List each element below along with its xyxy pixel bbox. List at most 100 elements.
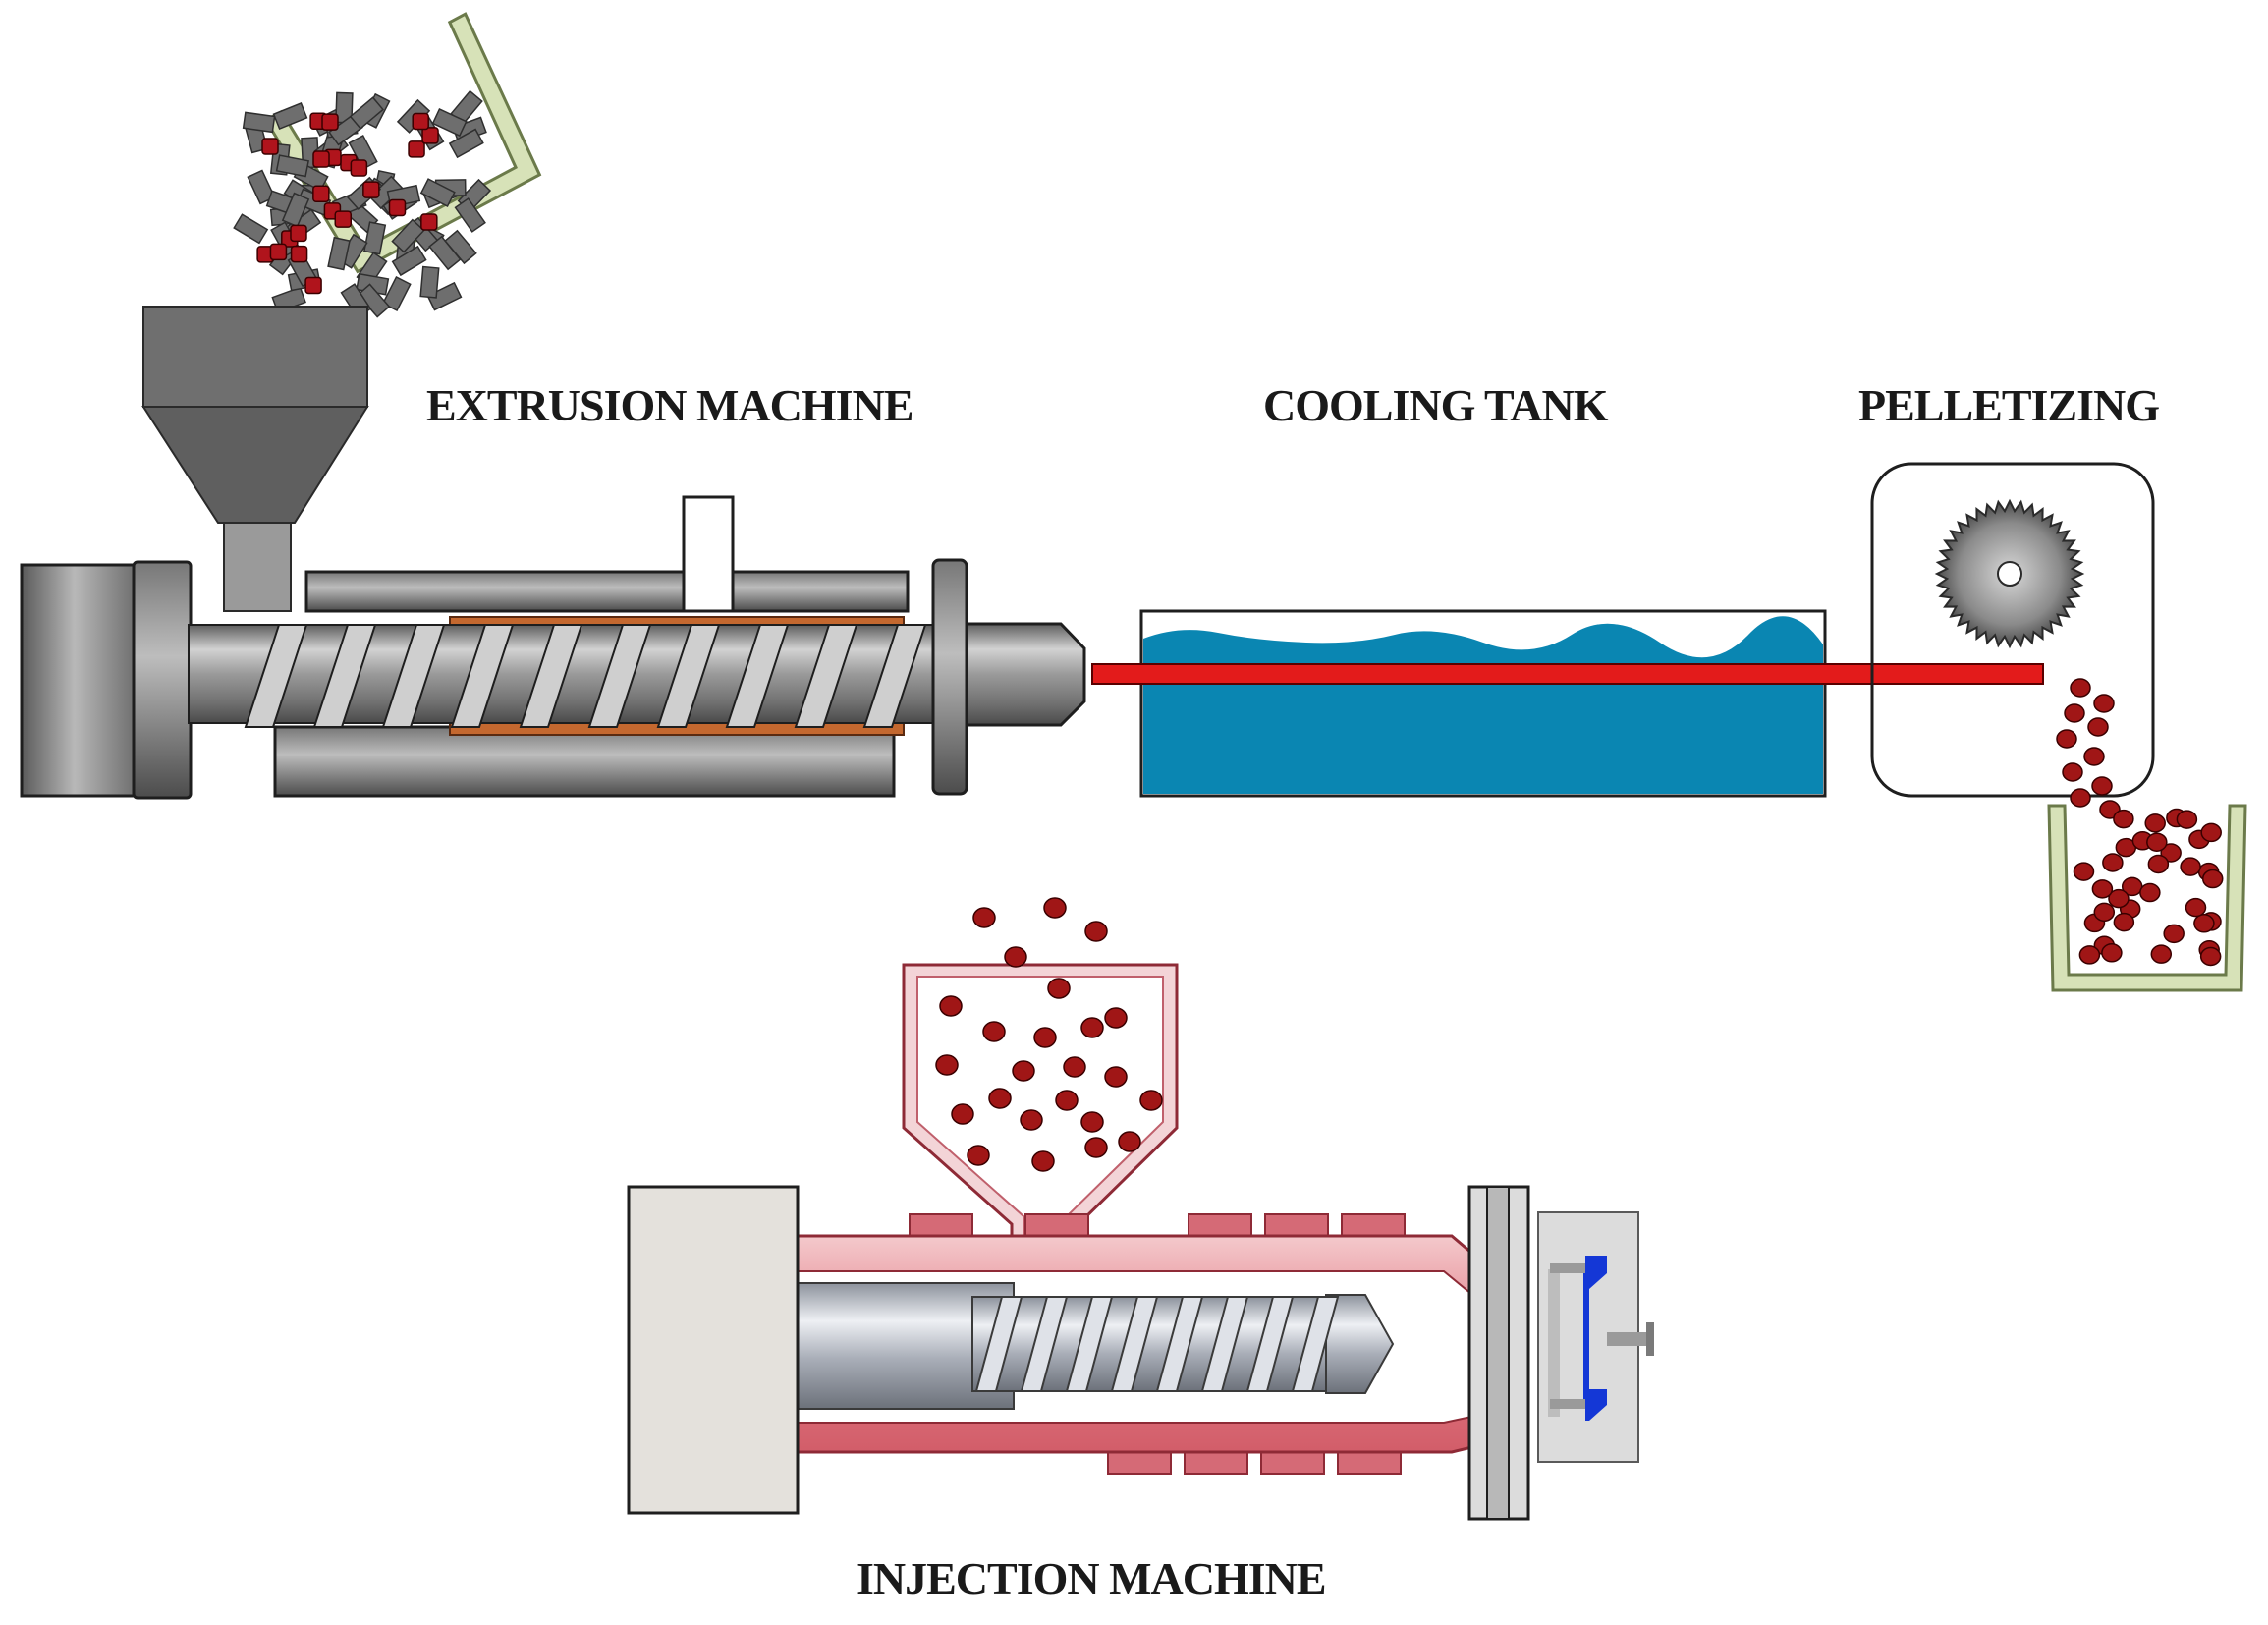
- gray-granule: [426, 281, 463, 311]
- hopper-pellets: [935, 897, 1163, 1172]
- screw-flight: [1245, 1296, 1295, 1392]
- red-granule: [304, 276, 322, 295]
- red-granule: [290, 224, 307, 243]
- pellet: [2180, 857, 2201, 876]
- gray-granule: [431, 107, 468, 138]
- screw-flight: [725, 624, 790, 728]
- red-granule: [421, 127, 439, 144]
- gray-granule: [272, 102, 308, 131]
- pellet: [2070, 788, 2091, 808]
- screw-flight: [1065, 1296, 1114, 1392]
- heater-band: [1188, 1213, 1252, 1237]
- pellet: [1055, 1090, 1079, 1111]
- pellet: [2062, 762, 2083, 782]
- pellet: [2193, 914, 2215, 933]
- pellet: [1104, 1066, 1128, 1088]
- pellet: [1084, 1137, 1108, 1158]
- heater-band: [1341, 1213, 1406, 1237]
- pellet: [2176, 810, 2198, 829]
- pellet: [2185, 897, 2207, 918]
- red-granule: [388, 198, 407, 217]
- pellet: [2113, 912, 2135, 932]
- vent: [682, 495, 735, 613]
- screw-flight: [1020, 1296, 1069, 1392]
- pelletizer: [1870, 462, 2155, 798]
- granule-pile: [233, 89, 492, 319]
- gray-granule: [275, 154, 309, 178]
- funnel-hopper-icon: [141, 306, 369, 612]
- label-cooling-tank: COOLING TANK: [1263, 380, 1609, 430]
- pellet: [1020, 1109, 1043, 1131]
- screw-flight: [1110, 1296, 1159, 1392]
- heater-bands-bottom: [1107, 1451, 1402, 1475]
- pellet: [2163, 924, 2185, 944]
- red-granule: [261, 138, 279, 155]
- red-granule: [269, 243, 288, 261]
- gray-granule: [362, 221, 387, 255]
- pellet: [2160, 843, 2182, 863]
- bottom-frame: [273, 725, 896, 798]
- gray-granule: [419, 178, 456, 207]
- pellet: [951, 1103, 974, 1125]
- screw-flight: [450, 624, 515, 728]
- pellet: [1004, 946, 1027, 968]
- gray-granule: [349, 96, 385, 130]
- extrusion-die: [965, 622, 1086, 727]
- heater-band: [1184, 1451, 1248, 1475]
- injection-machine: [627, 897, 1654, 1521]
- screw-flight: [1200, 1296, 1249, 1392]
- pellet: [935, 1054, 959, 1076]
- pellet: [2199, 946, 2222, 967]
- pellet: [2087, 717, 2109, 737]
- pellet: [2101, 943, 2123, 963]
- pellet: [2070, 678, 2091, 698]
- pellet: [1031, 1150, 1055, 1172]
- falling-pellets: [2056, 678, 2121, 819]
- pellet: [2139, 882, 2161, 903]
- end-flange: [931, 558, 968, 796]
- pellet: [1033, 1027, 1057, 1048]
- circular-saw-blade-icon: [1934, 498, 2085, 649]
- red-granule: [420, 213, 438, 231]
- pellet: [2073, 862, 2095, 881]
- gray-granule: [444, 229, 477, 265]
- screw-flight: [244, 624, 308, 728]
- heater-band: [1260, 1451, 1325, 1475]
- label-injection-machine: INJECTION MACHINE: [857, 1553, 1326, 1603]
- pellet: [1118, 1131, 1141, 1152]
- red-granule: [408, 140, 425, 158]
- pellet: [2093, 902, 2116, 923]
- label-extrusion-machine: EXTRUSION MACHINE: [426, 380, 913, 430]
- pellet: [2200, 822, 2222, 843]
- screw-flight: [1291, 1296, 1340, 1392]
- pellet: [988, 1088, 1012, 1109]
- label-pelletizing: PELLETIZING: [1858, 380, 2159, 430]
- pellet: [1012, 1060, 1035, 1082]
- pellet: [2108, 888, 2130, 909]
- screw-flight: [974, 1296, 1023, 1392]
- pellet: [2078, 945, 2101, 965]
- pellet: [982, 1021, 1006, 1042]
- motor-block: [20, 563, 141, 798]
- red-granule: [350, 159, 368, 177]
- red-granule: [312, 150, 330, 168]
- pellet: [2146, 832, 2168, 852]
- pellet: [1080, 1017, 1104, 1038]
- pellet: [2091, 776, 2113, 796]
- pellet: [2093, 694, 2115, 713]
- screw-flight: [656, 624, 721, 728]
- tank-water: [1143, 616, 1823, 794]
- injection-mold-icon: [1537, 1211, 1654, 1463]
- motor-flange: [132, 560, 193, 800]
- red-granule: [334, 210, 352, 228]
- collected-pellets: [2073, 808, 2224, 967]
- gray-granule: [281, 192, 310, 228]
- pellet: [967, 1145, 990, 1166]
- gray-granule: [247, 169, 276, 205]
- pellet: [2064, 703, 2085, 723]
- pellet: [2150, 944, 2173, 964]
- cooling-tank: [1139, 609, 1827, 798]
- pellet: [939, 995, 963, 1017]
- pellet: [2201, 869, 2224, 889]
